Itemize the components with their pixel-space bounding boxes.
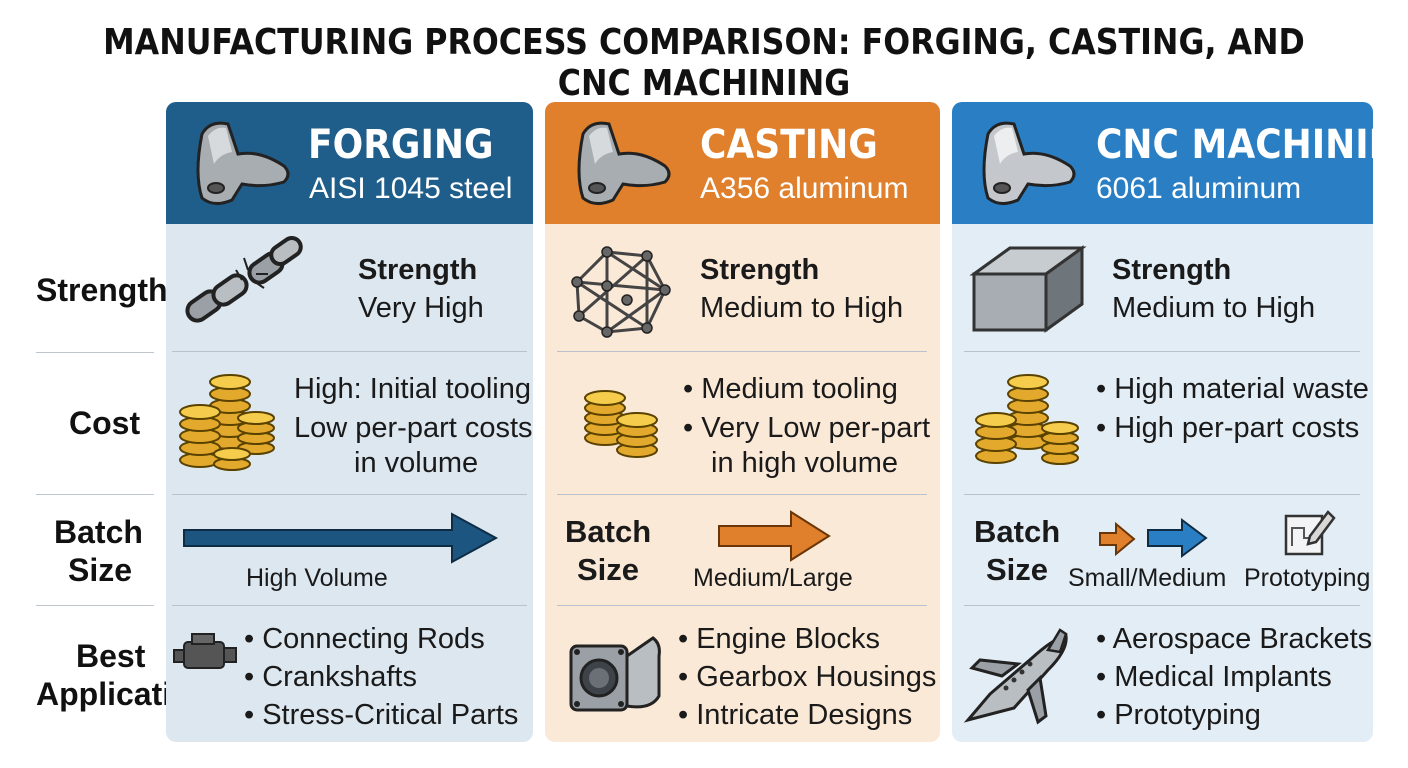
cnc-strength-label: Strength [1112, 254, 1232, 286]
coin-stacks-icon [975, 374, 1079, 465]
casting-app-1-text: Engine Blocks [696, 623, 880, 655]
cnc-app-3-text: Prototyping [1114, 699, 1261, 731]
forging-app-3-text: Stress-Critical Parts [262, 699, 519, 731]
casting-app-2-text: Gearbox Housings [696, 661, 937, 693]
row-divider [36, 352, 154, 353]
row-divider [172, 605, 527, 606]
cnc-app-3: • Prototyping [1096, 699, 1261, 731]
engine-icon [173, 633, 237, 669]
housing-icon [569, 636, 661, 712]
row-divider [964, 605, 1360, 606]
cnc-app-2-text: Medical Implants [1114, 661, 1332, 693]
casting-app-2: • Gearbox Housings [678, 661, 937, 693]
forging-cost-line-2: Low per-part costs [294, 412, 533, 444]
forging-column: FORGING AISI 1045 steel Strength Very Hi… [166, 102, 533, 742]
cnc-size-label: Size [986, 552, 1049, 587]
casting-strength-label: Strength [700, 254, 820, 286]
cnc-title: CNC MACHINING [1096, 122, 1373, 168]
medium-arrow-icon [718, 510, 831, 562]
casting-strength-value: Medium to High [700, 292, 904, 324]
cnc-batch-text: Small/Medium [1068, 564, 1227, 592]
airplane-icon [963, 628, 1068, 725]
cnc-strength-value: Medium to High [1112, 292, 1316, 324]
broken-chain-icon [185, 235, 303, 323]
casting-size-label: Size [577, 552, 640, 587]
forging-cost-line-1: High: Initial tooling [294, 373, 531, 405]
casting-batch-label: Batch [565, 514, 652, 549]
page-title: MANUFACTURING PROCESS COMPARISON: FORGIN… [103, 22, 1305, 104]
casting-cost-1: • Medium tooling [683, 373, 898, 405]
forging-batch-text: High Volume [246, 564, 388, 592]
row-divider [964, 351, 1360, 352]
cnc-app-1-text: Aerospace Brackets [1112, 623, 1373, 655]
casting-column: CASTING A356 aluminum Strength Medium to… [545, 102, 940, 742]
row-divider [557, 605, 927, 606]
metal-block-icon [969, 245, 1087, 333]
medium-arrow-icon [1147, 518, 1208, 558]
forging-app-1: • Connecting Rods [244, 623, 485, 655]
cnc-column: CNC MACHINING 6061 aluminum Strength Med… [952, 102, 1373, 742]
casting-cost-2: • Very Low per-part [683, 412, 931, 444]
row-label-cost: Cost [69, 405, 141, 441]
forging-strength-label: Strength [358, 254, 478, 286]
casting-batch-text: Medium/Large [693, 564, 853, 592]
casting-app-3: • Intricate Designs [678, 699, 913, 731]
row-label-strength: Strength [36, 272, 168, 308]
cnc-app-2: • Medical Implants [1096, 661, 1332, 693]
row-divider [36, 494, 154, 495]
cnc-cost-2: • High per-part costs [1096, 412, 1360, 444]
row-divider [557, 494, 927, 495]
forging-material: AISI 1045 steel [309, 172, 513, 205]
cnc-app-1: • Aerospace Brackets [1096, 623, 1373, 655]
forging-app-2-text: Crankshafts [262, 661, 417, 693]
row-divider [964, 494, 1360, 495]
forging-cost-line-3: in volume [354, 447, 479, 479]
bracket-part-icon [982, 121, 1076, 205]
row-divider [172, 494, 527, 495]
lattice-icon [571, 246, 671, 338]
small-arrow-icon [1099, 521, 1136, 557]
row-divider [557, 351, 927, 352]
long-arrow-icon [183, 512, 499, 564]
cnc-material: 6061 aluminum [1096, 172, 1302, 205]
row-label-best: Best [76, 638, 146, 674]
row-divider [36, 605, 154, 606]
forging-app-2: • Crankshafts [244, 661, 417, 693]
cnc-cost-1: • High material waste [1096, 373, 1369, 405]
coin-stacks-icon [179, 374, 275, 471]
bracket-part-icon [196, 121, 290, 205]
casting-cost-3: in high volume [711, 447, 898, 479]
cnc-batch-label: Batch [974, 514, 1061, 549]
casting-app-3-text: Intricate Designs [696, 699, 913, 731]
cnc-batch-proto: Prototyping [1244, 564, 1371, 592]
coin-stacks-icon [584, 390, 658, 458]
row-divider [172, 351, 527, 352]
casting-material: A356 aluminum [700, 172, 909, 205]
row-label-batch: Batch [54, 514, 143, 550]
bracket-part-icon [577, 121, 671, 205]
forging-app-1-text: Connecting Rods [262, 623, 485, 655]
cnc-cost-2-text: High per-part costs [1114, 412, 1360, 444]
casting-cost-2-text: Very Low per-part [701, 412, 931, 444]
forging-title: FORGING [308, 122, 494, 168]
row-label-size: Size [68, 552, 133, 588]
casting-app-1: • Engine Blocks [678, 623, 880, 655]
casting-title: CASTING [700, 122, 878, 168]
cnc-cost-1-text: High material waste [1114, 373, 1369, 405]
blueprint-pencil-icon [1284, 510, 1336, 556]
casting-cost-1-text: Medium tooling [701, 373, 898, 405]
forging-app-3: • Stress-Critical Parts [244, 699, 519, 731]
forging-strength-value: Very High [358, 292, 484, 324]
